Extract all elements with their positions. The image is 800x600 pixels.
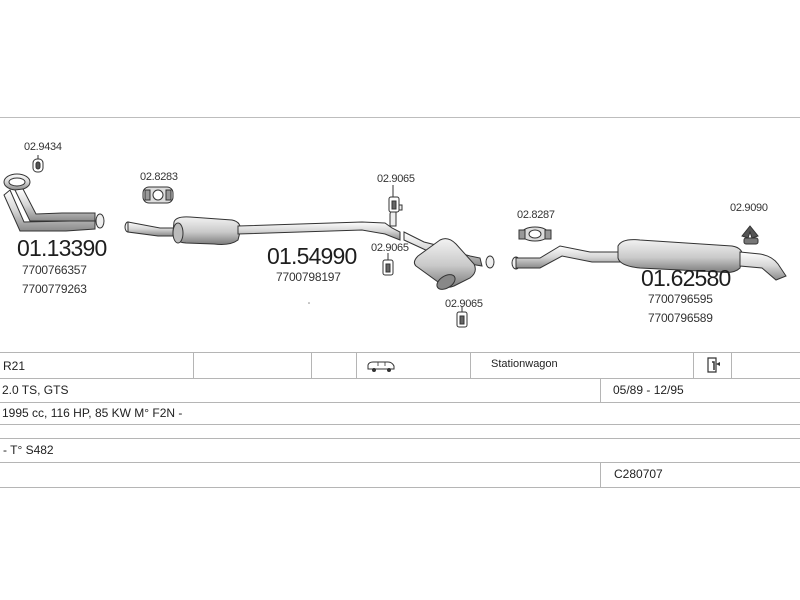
hanger-mid-drawing [382, 253, 394, 276]
clamp-middle-drawing [142, 186, 174, 204]
grid-divider [600, 379, 601, 403]
body-type: Stationwagon [491, 358, 558, 370]
clamp-rear-drawing [518, 226, 552, 242]
hanger-bottom-number: 02.9065 [445, 298, 483, 310]
grid-divider [193, 353, 194, 379]
front-pipe-oem-1: 7700766357 [22, 263, 87, 277]
front-pipe-oem-2: 7700779263 [22, 282, 87, 296]
front-pipe-drawing [3, 173, 105, 232]
middle-silencer-drawing [124, 204, 495, 290]
rear-silencer-drawing [511, 239, 787, 281]
clamp-middle-number: 02.8283 [140, 171, 178, 183]
engine-version: 2.0 TS, GTS [2, 383, 69, 397]
document-edit-icon[interactable] [706, 356, 722, 379]
table-row: C280707 [0, 462, 800, 488]
hanger-rear-drawing [741, 225, 759, 245]
gasket-front-drawing [32, 155, 44, 173]
exhaust-system-diagram: 02.9434 01.13390 7700766357 7700779263 0… [3, 141, 787, 328]
grid-divider [693, 353, 694, 379]
station-wagon-car-icon [366, 359, 396, 378]
front-pipe-number[interactable]: 01.13390 [17, 235, 107, 261]
grid-divider [731, 353, 732, 379]
vehicle-info-table: R21 Stationwagon 2.0 TS, GTS [0, 352, 800, 488]
grid-divider [600, 463, 601, 487]
hanger-rear-number: 02.9090 [730, 202, 768, 214]
engine-details: 1995 cc, 116 HP, 85 KW M° F2N - [2, 406, 183, 420]
hanger-mid-number: 02.9065 [371, 242, 409, 254]
clamp-rear-number: 02.8287 [517, 209, 555, 221]
hanger-top-drawing [388, 185, 400, 213]
grid-divider [356, 353, 357, 379]
table-row: 2.0 TS, GTS 05/89 - 12/95 [0, 378, 800, 403]
grid-divider [311, 353, 312, 379]
catalog-code: C280707 [614, 467, 663, 481]
table-row: - T° S482 [0, 438, 800, 463]
type-code: - T° S482 [3, 443, 54, 457]
model-name: R21 [3, 359, 26, 373]
gasket-front-number: 02.9434 [24, 141, 62, 153]
table-row [0, 424, 800, 439]
top-separator [0, 117, 800, 118]
table-row: 1995 cc, 116 HP, 85 KW M° F2N - [0, 402, 800, 425]
rear-silencer-oem-1: 7700796595 [648, 292, 713, 306]
middle-silencer-number[interactable]: 01.54990 [267, 243, 357, 269]
middle-silencer-oem-1: 7700798197 [276, 270, 341, 284]
rear-silencer-number[interactable]: 01.62580 [641, 265, 731, 291]
rear-silencer-oem-2: 7700796589 [648, 311, 713, 325]
production-period: 05/89 - 12/95 [613, 383, 684, 397]
exhaust-drawing [3, 155, 787, 328]
grid-divider [470, 353, 471, 379]
hanger-bottom-drawing [456, 306, 468, 328]
table-row: R21 Stationwagon [0, 352, 800, 379]
hanger-top-number: 02.9065 [377, 173, 415, 185]
